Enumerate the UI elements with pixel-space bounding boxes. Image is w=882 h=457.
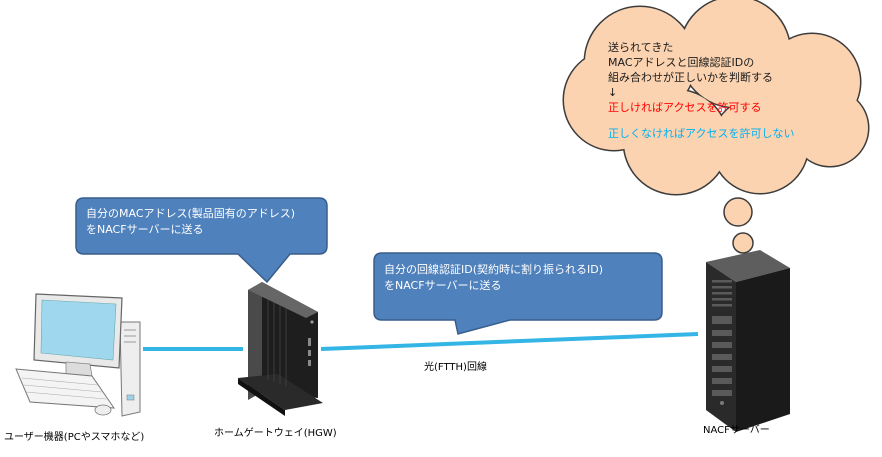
mac-callout-shape xyxy=(75,197,328,284)
nacf-server-label: NACFサーバー xyxy=(703,425,770,436)
desktop-pc-icon xyxy=(15,293,141,417)
cloud-permit-text: 正しければアクセスを許可する xyxy=(608,101,762,114)
mac-callout-text: 自分のMACアドレス(製品固有のアドレス) をNACFサーバーに送る xyxy=(86,206,295,238)
home-gateway-icon xyxy=(238,282,323,416)
thought-bubble-medium xyxy=(732,232,754,254)
user-device-label: ユーザー機器(PCやスマホなど) xyxy=(4,432,145,443)
mac-callout-line-1: 自分のMACアドレス(製品固有のアドレス) xyxy=(86,207,296,220)
tower-server-icon xyxy=(706,250,790,432)
cloud-line-2: MACアドレスと回線認証IDの xyxy=(608,56,755,69)
cloud-arrow: ↓ xyxy=(608,86,618,99)
mac-callout-line-2: をNACFサーバーに送る xyxy=(86,223,204,236)
thought-cloud xyxy=(562,0,870,272)
line-id-callout-text: 自分の回線認証ID(契約時に割り振られるID) をNACFサーバーに送る xyxy=(384,262,603,294)
cloud-deny-text: 正しくなければアクセスを許可しない xyxy=(608,127,795,140)
ftth-line-label: 光(FTTH)回線 xyxy=(424,362,487,373)
thought-bubble-large xyxy=(723,197,753,227)
ftth-connection-line xyxy=(320,332,699,351)
cloud-line-3: 組み合わせが正しいかを判断する xyxy=(608,71,773,84)
hgw-label: ホームゲートウェイ(HGW) xyxy=(214,428,337,439)
cloud-line-1: 送られてきた xyxy=(608,41,674,54)
line-id-callout-line-1: 自分の回線認証ID(契約時に割り振られるID) xyxy=(384,263,604,276)
line-id-callout-shape xyxy=(373,252,663,335)
cloud-text: 送られてきた MACアドレスと回線認証IDの 組み合わせが正しいかを判断する ↓… xyxy=(608,40,794,141)
line-id-callout-line-2: をNACFサーバーに送る xyxy=(384,279,502,292)
